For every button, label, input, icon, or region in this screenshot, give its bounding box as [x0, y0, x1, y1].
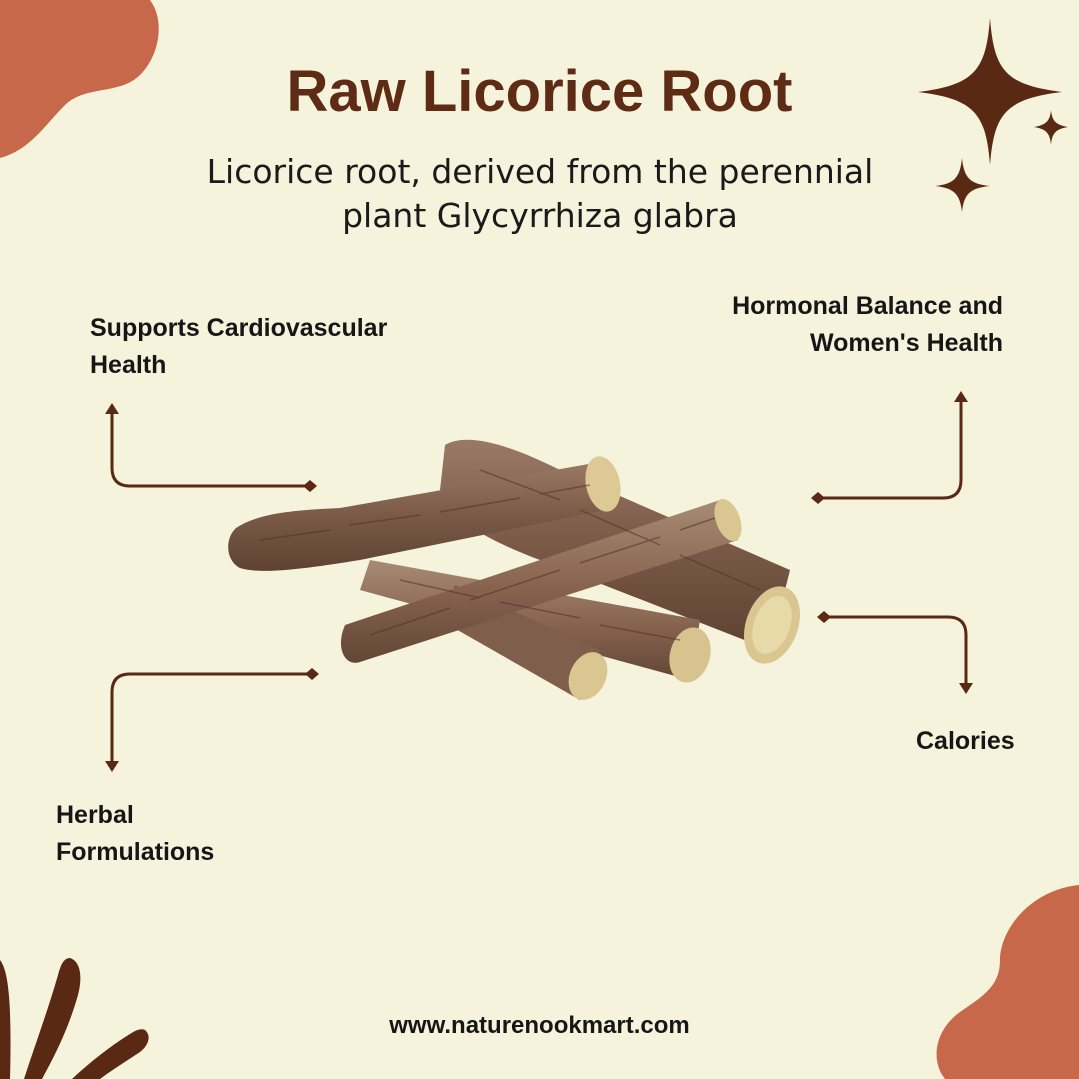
page-title: Raw Licorice Root	[286, 59, 793, 124]
benefit-label-calories: Calories	[916, 727, 1015, 755]
sparkle-icon	[918, 18, 1068, 212]
arrow-top-left	[110, 410, 312, 488]
arrow-bottom-right	[822, 615, 968, 688]
arrow-icon	[959, 683, 973, 694]
website-url: www.naturenookmart.com	[389, 1012, 690, 1039]
bottom-right-blob	[936, 885, 1079, 1079]
arrow-icon	[105, 761, 119, 772]
arrow-bottom-left	[110, 672, 314, 766]
page-subtitle: Licorice root, derived from the perennia…	[206, 152, 874, 235]
top-left-blob	[0, 0, 159, 158]
arrow-icon	[105, 403, 119, 414]
benefit-label-cardiovascular: Supports Cardiovascular Health	[90, 314, 388, 379]
benefit-label-herbal: Herbal Formulations	[56, 801, 215, 866]
arrow-icon	[954, 391, 968, 402]
benefit-label-hormonal: Hormonal Balance and Women's Health	[732, 292, 1003, 357]
bottom-left-leaf-strokes	[0, 958, 149, 1079]
arrow-top-right	[816, 398, 963, 500]
